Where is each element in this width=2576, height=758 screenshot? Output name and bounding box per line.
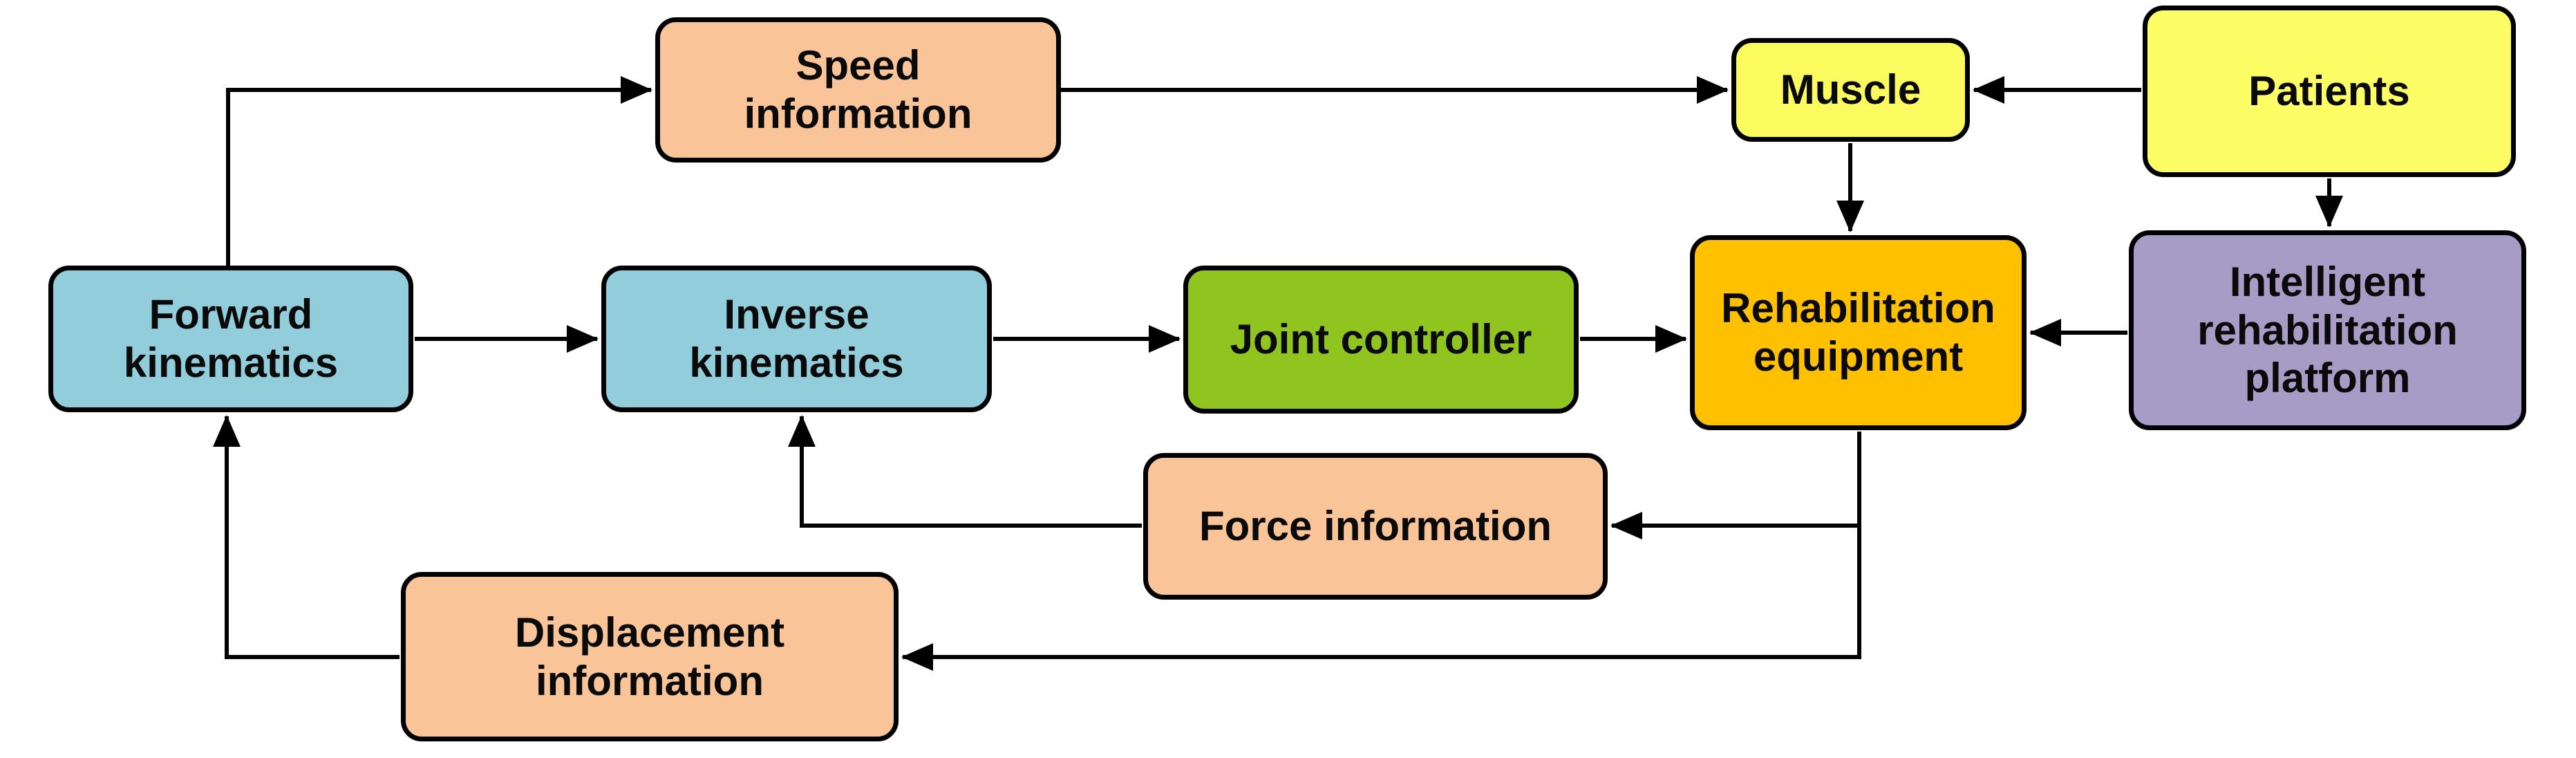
node-rehabilitation-equipment-label: Rehabilitation xyxy=(1721,285,1995,332)
node-patients-label: Patients xyxy=(2248,68,2410,115)
node-intelligent-rehabilitation-platform-label: rehabilitation xyxy=(2197,306,2458,353)
node-rehabilitation-equipment-label: equipment xyxy=(1753,333,1964,380)
edge-displacement-information-to-forward-kinematics xyxy=(213,415,399,659)
edge-forward-kinematics-to-speed-information xyxy=(226,76,652,266)
node-intelligent-rehabilitation-platform-label: platform xyxy=(2244,355,2411,402)
node-forward-kinematics-label: Forward xyxy=(149,291,313,338)
node-force-information: Force information xyxy=(1143,453,1608,600)
node-intelligent-rehabilitation-platform-label: Intelligent xyxy=(2229,259,2426,306)
node-inverse-kinematics-label: kinematics xyxy=(689,340,904,386)
node-displacement-information-label: Displacement xyxy=(514,609,785,656)
node-muscle-label: Muscle xyxy=(1780,66,1921,113)
node-patients: Patients xyxy=(2143,6,2516,177)
node-displacement-information-label: information xyxy=(536,657,764,704)
node-speed-information-label: information xyxy=(744,91,972,137)
node-forward-kinematics-label: kinematics xyxy=(123,340,339,386)
node-speed-information-label: Speed xyxy=(796,42,921,89)
edge-force-information-to-inverse-kinematics xyxy=(788,415,1142,528)
node-muscle: Muscle xyxy=(1731,38,1970,142)
node-force-information-label: Force information xyxy=(1198,503,1552,550)
edge-rehabilitation-equipment-to-displacement-information xyxy=(901,432,1861,671)
node-inverse-kinematics-label: Inverse xyxy=(724,291,869,338)
node-joint-controller-label: Joint controller xyxy=(1230,316,1532,363)
node-joint-controller: Joint controller xyxy=(1183,266,1579,414)
